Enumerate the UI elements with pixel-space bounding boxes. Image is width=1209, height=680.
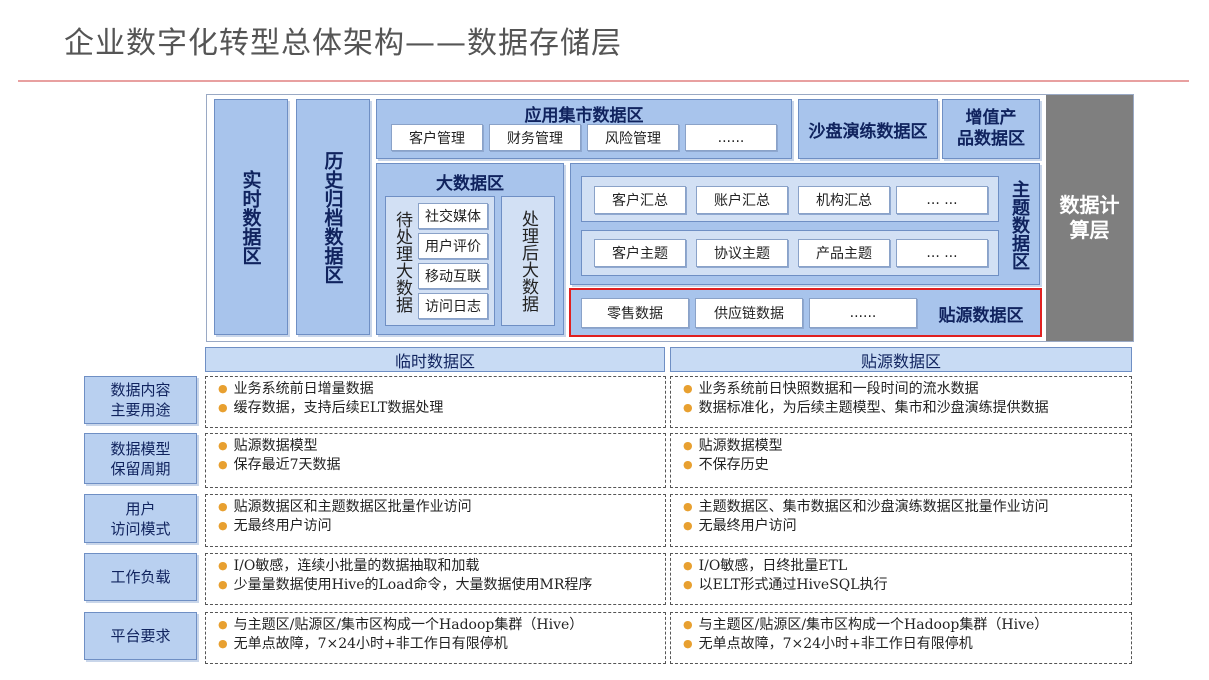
pending-bigdata-label: 待处理大数据 — [392, 211, 412, 313]
subject-row: 客户汇总 账户汇总 机构汇总 ... ... — [581, 176, 999, 222]
realtime-zone: 实时数据区 — [214, 99, 288, 335]
bullet-item: 无单点故障，7×24小时+非工作日有限停机 — [218, 635, 665, 654]
bullet-item: I/O敏感，连续小批量的数据抽取和加载 — [218, 557, 665, 576]
subject-item: ... ... — [896, 239, 988, 267]
subject-row: 客户主题 协议主题 产品主题 ... ... — [581, 230, 999, 276]
archive-zone: 历史归档数据区 — [296, 99, 370, 335]
bullet-list: 贴源数据模型不保存历史 — [683, 437, 1131, 475]
subject-item: 客户主题 — [594, 239, 686, 267]
bullet-item: 以ELT形式通过HiveSQL执行 — [683, 576, 1131, 595]
sandbox-zone: 沙盘演练数据区 — [798, 99, 938, 159]
source-zone-label: 贴源数据区 — [938, 306, 1024, 326]
bullet-list: 贴源数据区和主题数据区批量作业访问无最终用户访问 — [218, 498, 665, 536]
subject-item: 客户汇总 — [594, 186, 686, 214]
row-cell-right: 业务系统前日快照数据和一段时间的流水数据数据标准化，为后续主题模型、集市和沙盘演… — [670, 376, 1132, 428]
app-mart-item: 财务管理 — [489, 124, 581, 151]
subject-zone: 客户汇总 账户汇总 机构汇总 ... ... 客户主题 协议主题 产品主题 ..… — [570, 163, 1040, 285]
subject-item: 账户汇总 — [696, 186, 788, 214]
bullet-item: 无单点故障，7×24小时+非工作日有限停机 — [683, 635, 1131, 654]
processed-bigdata-box: 处理后大数据 — [501, 196, 555, 326]
bullet-list: 与主题区/贴源区/集市区构成一个Hadoop集群（Hive）无单点故障，7×24… — [218, 616, 665, 654]
row-cell-right: 贴源数据模型不保存历史 — [670, 433, 1132, 488]
source-zone: 零售数据 供应链数据 ...... 贴源数据区 — [569, 288, 1042, 337]
page-title: 企业数字化转型总体架构——数据存储层 — [64, 26, 622, 61]
row-cell-right: 与主题区/贴源区/集市区构成一个Hadoop集群（Hive）无单点故障，7×24… — [670, 612, 1132, 664]
bullet-item: 少量量数据使用Hive的Load命令，大量数据使用MR程序 — [218, 576, 665, 595]
bullet-item: 无最终用户访问 — [218, 517, 665, 536]
app-mart-item: 客户管理 — [391, 124, 483, 151]
subject-item: 产品主题 — [798, 239, 890, 267]
compute-line: 数据计 — [1059, 193, 1120, 217]
row-cell-left: 业务系统前日增量数据缓存数据，支持后续ELT数据处理 — [205, 376, 666, 428]
pending-item: 移动互联 — [418, 263, 488, 289]
value-added-zone: 增值产 品数据区 — [942, 99, 1040, 159]
subject-item: ... ... — [896, 186, 988, 214]
bullet-item: 无最终用户访问 — [683, 517, 1131, 536]
compute-layer: 数据计 算层 — [1046, 95, 1133, 341]
bullet-item: 缓存数据，支持后续ELT数据处理 — [218, 399, 665, 418]
subject-item: 机构汇总 — [798, 186, 890, 214]
row-label: 工作负载 — [84, 553, 197, 601]
bullet-item: 业务系统前日增量数据 — [218, 380, 665, 399]
bullet-item: I/O敏感，日终批量ETL — [683, 557, 1131, 576]
row-cell-right: 主题数据区、集市数据区和沙盘演练数据区批量作业访问无最终用户访问 — [670, 494, 1132, 547]
bullet-list: 主题数据区、集市数据区和沙盘演练数据区批量作业访问无最终用户访问 — [683, 498, 1131, 536]
bigdata-title: 大数据区 — [436, 174, 504, 194]
header-temp-zone: 临时数据区 — [205, 347, 665, 372]
bullet-item: 贴源数据模型 — [218, 437, 665, 456]
app-mart-item: ...... — [685, 124, 777, 151]
subject-zone-label: 主题数据区 — [1009, 180, 1030, 270]
bullet-list: 业务系统前日快照数据和一段时间的流水数据数据标准化，为后续主题模型、集市和沙盘演… — [683, 380, 1131, 418]
bullet-item: 贴源数据区和主题数据区批量作业访问 — [218, 498, 665, 517]
row-label: 数据内容 主要用途 — [84, 376, 197, 424]
source-item: 供应链数据 — [695, 298, 803, 328]
bullet-item: 数据标准化，为后续主题模型、集市和沙盘演练提供数据 — [683, 399, 1131, 418]
row-label: 平台要求 — [84, 612, 197, 660]
pending-bigdata-box: 待处理大数据 社交媒体 用户评价 移动互联 访问日志 — [385, 196, 495, 326]
pending-item: 社交媒体 — [418, 203, 488, 229]
bullet-list: 贴源数据模型保存最近7天数据 — [218, 437, 665, 475]
bullet-item: 不保存历史 — [683, 456, 1131, 475]
value-added-line: 增值产 — [965, 108, 1017, 128]
bullet-list: 与主题区/贴源区/集市区构成一个Hadoop集群（Hive）无单点故障，7×24… — [683, 616, 1131, 654]
app-mart-title: 应用集市数据区 — [524, 106, 644, 126]
bullet-item: 保存最近7天数据 — [218, 456, 665, 475]
subject-item: 协议主题 — [696, 239, 788, 267]
compute-line: 算层 — [1069, 218, 1110, 242]
pending-item: 用户评价 — [418, 233, 488, 259]
pending-item: 访问日志 — [418, 293, 488, 319]
row-label: 用户 访问模式 — [84, 494, 197, 543]
bullet-item: 业务系统前日快照数据和一段时间的流水数据 — [683, 380, 1131, 399]
bullet-item: 与主题区/贴源区/集市区构成一个Hadoop集群（Hive） — [683, 616, 1131, 635]
header-source-zone: 贴源数据区 — [670, 347, 1132, 372]
value-added-line: 品数据区 — [957, 129, 1025, 149]
row-cell-left: I/O敏感，连续小批量的数据抽取和加载少量量数据使用Hive的Load命令，大量… — [205, 553, 666, 605]
row-label: 数据模型 保留周期 — [84, 433, 197, 484]
row-cell-left: 贴源数据模型保存最近7天数据 — [205, 433, 666, 488]
bullet-item: 主题数据区、集市数据区和沙盘演练数据区批量作业访问 — [683, 498, 1131, 517]
bullet-list: I/O敏感，连续小批量的数据抽取和加载少量量数据使用Hive的Load命令，大量… — [218, 557, 665, 595]
source-item: 零售数据 — [581, 298, 689, 328]
bigdata-zone: 大数据区 待处理大数据 社交媒体 用户评价 移动互联 访问日志 处理后大数据 — [376, 163, 564, 335]
row-cell-right: I/O敏感，日终批量ETL以ELT形式通过HiveSQL执行 — [670, 553, 1132, 605]
row-cell-left: 贴源数据区和主题数据区批量作业访问无最终用户访问 — [205, 494, 666, 547]
title-divider — [18, 80, 1189, 82]
source-item: ...... — [809, 298, 917, 328]
app-mart-item: 风险管理 — [587, 124, 679, 151]
bullet-item: 贴源数据模型 — [683, 437, 1131, 456]
bullet-list: I/O敏感，日终批量ETL以ELT形式通过HiveSQL执行 — [683, 557, 1131, 595]
bullet-item: 与主题区/贴源区/集市区构成一个Hadoop集群（Hive） — [218, 616, 665, 635]
bullet-list: 业务系统前日增量数据缓存数据，支持后续ELT数据处理 — [218, 380, 665, 418]
app-mart-zone: 应用集市数据区 客户管理 财务管理 风险管理 ...... — [376, 99, 792, 159]
row-cell-left: 与主题区/贴源区/集市区构成一个Hadoop集群（Hive）无单点故障，7×24… — [205, 612, 666, 664]
